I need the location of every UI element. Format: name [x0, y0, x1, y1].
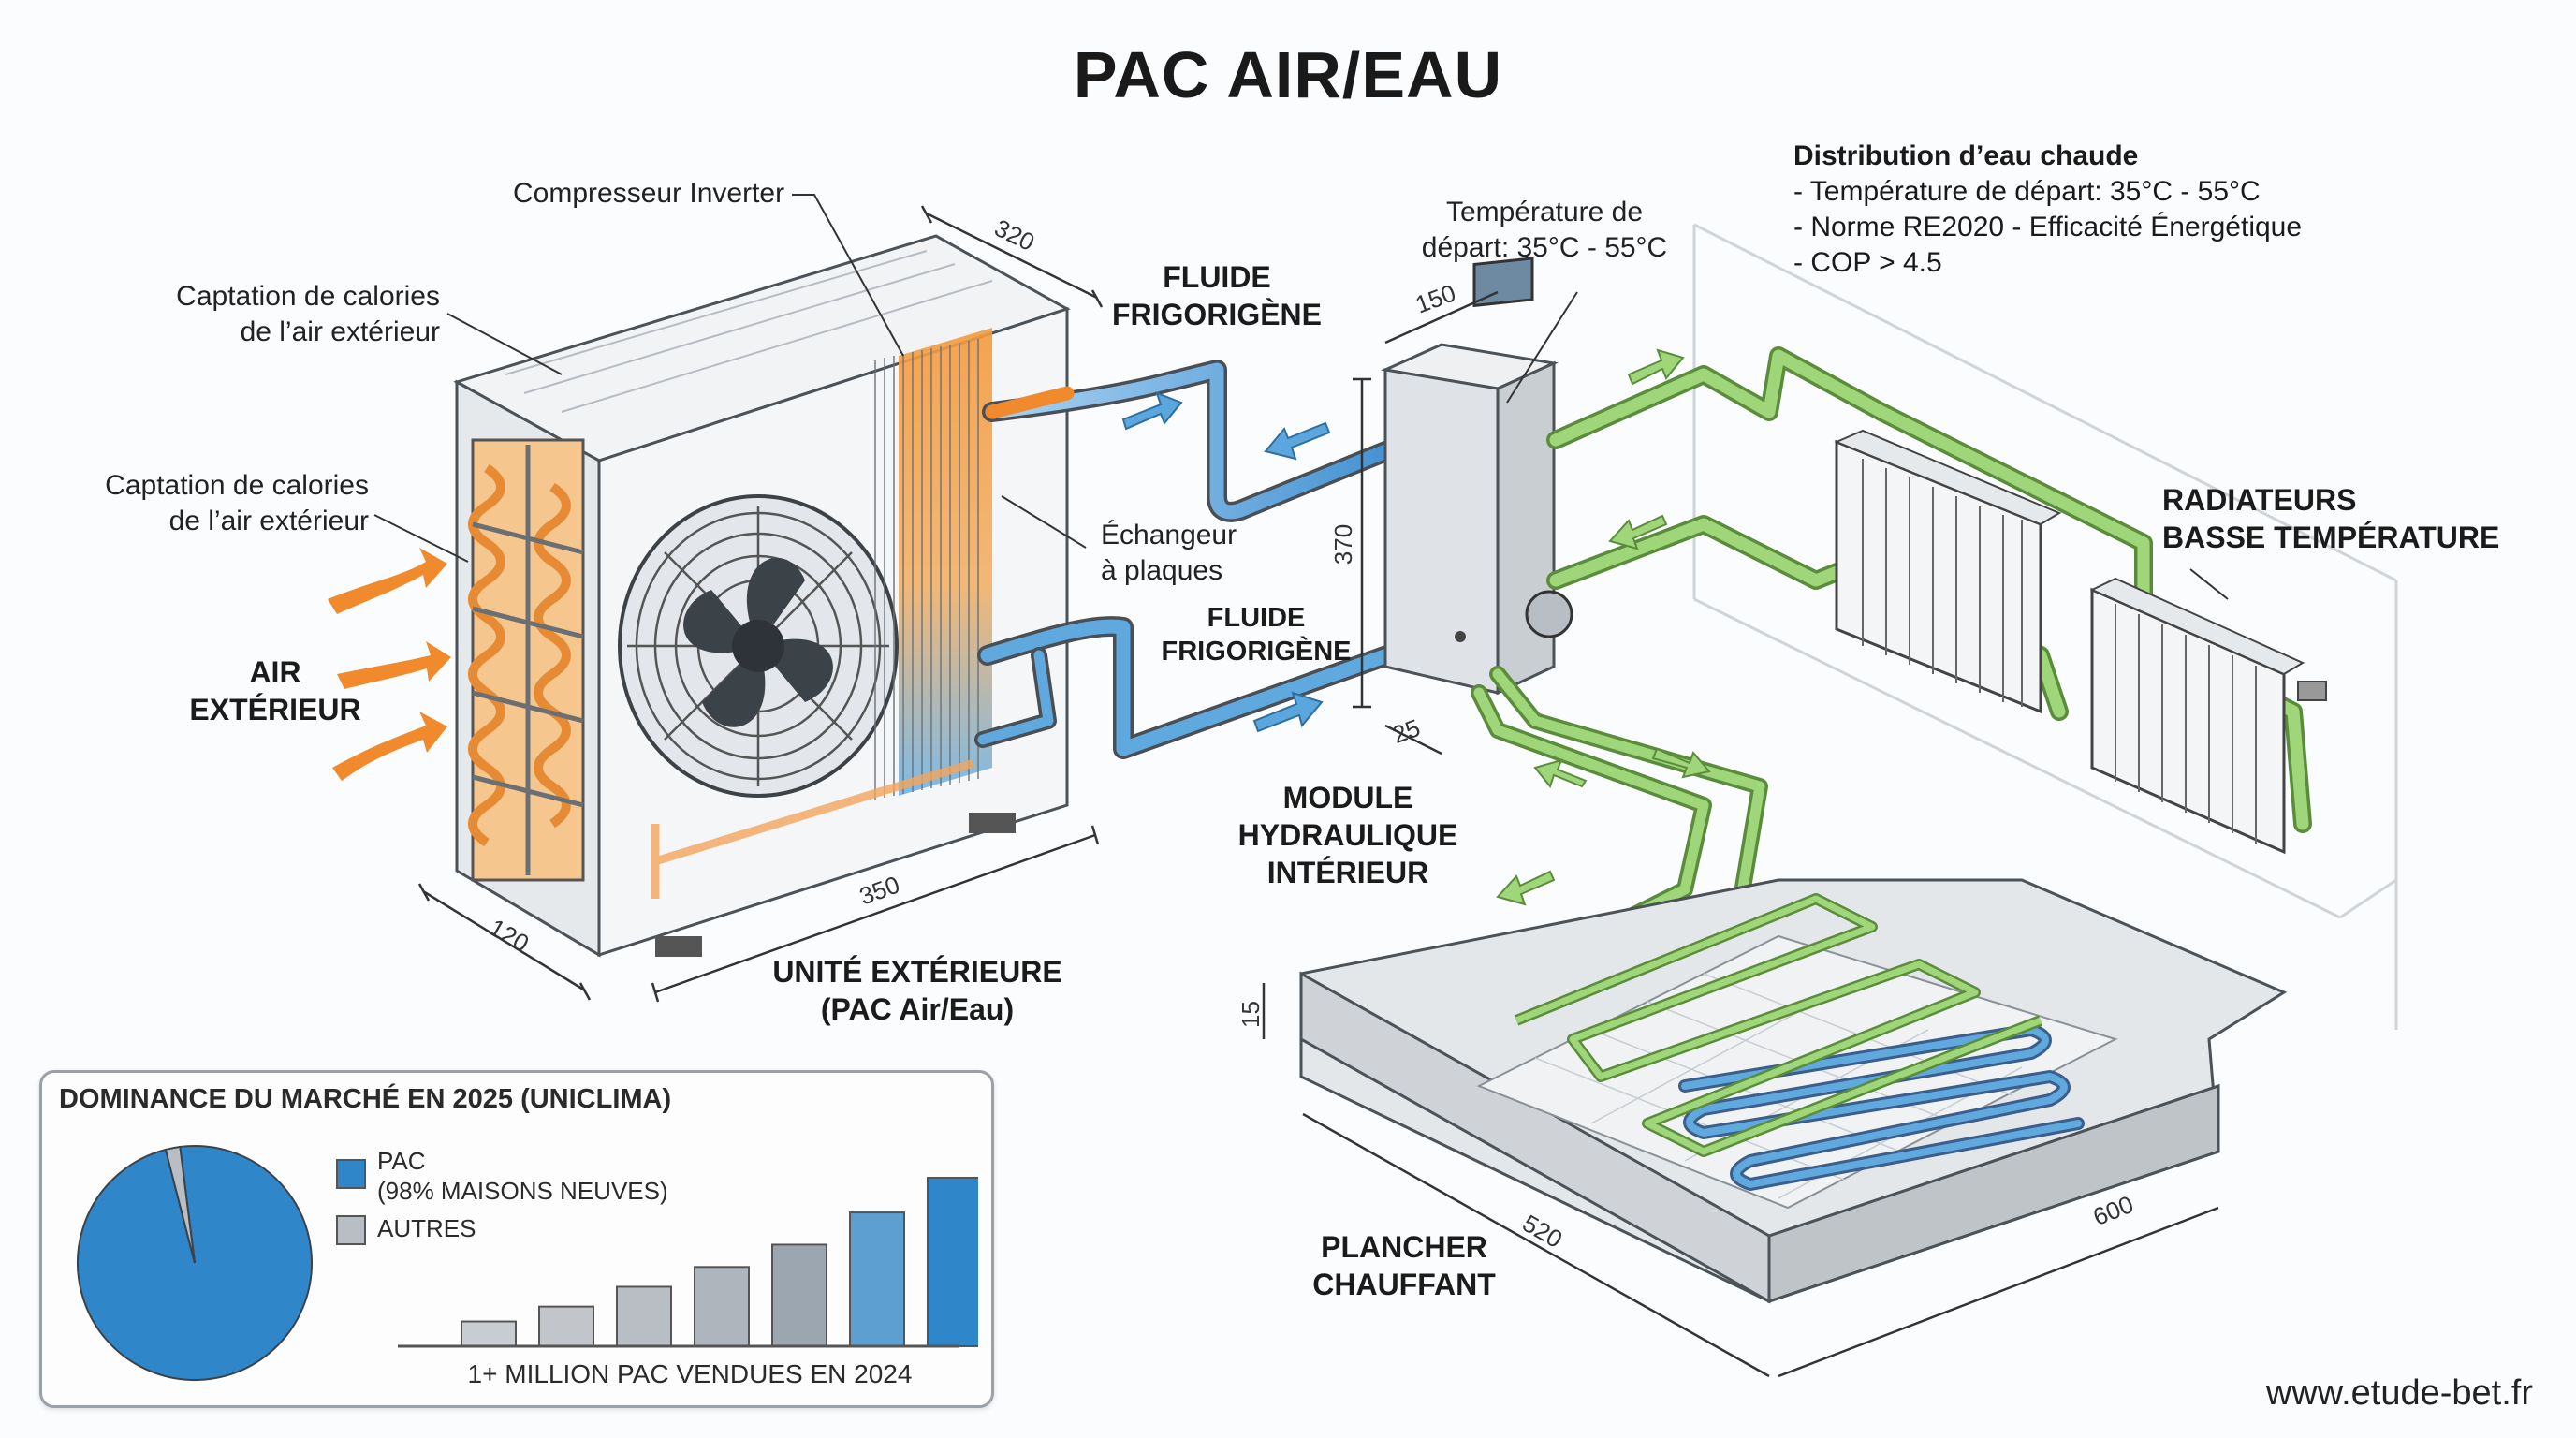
air-arrows — [328, 548, 451, 781]
label-captation-side-line1: Captation de calories — [105, 470, 369, 501]
label-fluide-bottom-line1: FLUIDE — [1207, 603, 1306, 633]
distribution-title: Distribution d’eau chaude — [1793, 140, 2139, 171]
refrigerant-arrows — [1121, 391, 1331, 733]
distribution-item: - Norme RE2020 - Efficacité Énergétique — [1793, 212, 2303, 242]
page-title: PAC AIR/EAU — [1073, 38, 1503, 111]
bar-4 — [694, 1266, 750, 1347]
label-echangeur-line1: Échangeur — [1101, 520, 1237, 550]
bar-3 — [616, 1285, 672, 1347]
label-fluide-top-line2: FRIGORIGÈNE — [1111, 298, 1322, 331]
legend-swatch-autres — [336, 1215, 366, 1245]
label-plancher-line1: PLANCHER — [1321, 1230, 1487, 1264]
label-module-line2: HYDRAULIQUE — [1237, 818, 1458, 852]
label-plancher-line2: CHAUFFANT — [1312, 1268, 1496, 1301]
label-compresseur: Compresseur Inverter — [513, 178, 785, 209]
radiator-2 — [2089, 577, 2327, 855]
label-fluide-bottom-line2: FRIGORIGÈNE — [1161, 637, 1352, 667]
label-radiateurs-line1: RADIATEURS — [2162, 483, 2357, 517]
dimension-lines — [417, 205, 2219, 1378]
label-echangeur: Échangeur à plaques — [1101, 518, 1237, 589]
label-captation-top-line1: Captation de calories — [176, 281, 440, 312]
label-echangeur-line2: à plaques — [1101, 555, 1223, 586]
pie-slice-autres — [164, 1145, 196, 1264]
label-module-line3: INTÉRIEUR — [1266, 856, 1429, 889]
refrigerant-pipes — [974, 360, 1424, 759]
label-captation-side-line2: de l’air extérieur — [168, 506, 369, 536]
label-captation-side: Captation de calories de l’air extérieur — [51, 468, 369, 539]
left-grille — [468, 438, 585, 882]
legend-label-pac-line1: PAC — [377, 1147, 426, 1175]
legend-label-autres: AUTRES — [377, 1214, 476, 1242]
label-module-hydraulique: MODULE HYDRAULIQUE INTÉRIEUR — [1208, 779, 1488, 891]
label-fluide-bottom: FLUIDE FRIGORIGÈNE — [1144, 601, 1368, 668]
label-captation-top-line2: de l’air extérieur — [240, 316, 440, 347]
label-air-exterieur: AIR EXTÉRIEUR — [182, 653, 369, 728]
legend-label-pac: PAC (98% MAISONS NEUVES) — [377, 1146, 668, 1206]
market-title: DOMINANCE DU MARCHÉ EN 2025 (UNICLIMA) — [59, 1084, 672, 1114]
legend-swatch-pac — [336, 1159, 366, 1189]
fan — [618, 494, 899, 798]
label-radiateurs-line2: BASSE TEMPÉRATURE — [2162, 521, 2500, 554]
distribution-block: Distribution d’eau chaude - Température … — [1793, 139, 2302, 281]
label-temperature-line1: Température de — [1445, 197, 1644, 227]
label-fluide-top: FLUIDE FRIGORIGÈNE — [1095, 258, 1339, 333]
label-plancher: PLANCHER CHAUFFANT — [1282, 1228, 1526, 1303]
market-pie-chart — [77, 1145, 313, 1381]
label-fluide-top-line1: FLUIDE — [1163, 260, 1271, 294]
hydraulic-module — [1380, 257, 1573, 696]
market-panel: DOMINANCE DU MARCHÉ EN 2025 (UNICLIMA) P… — [39, 1070, 994, 1408]
bars-caption: 1+ MILLION PAC VENDUES EN 2024 — [467, 1359, 913, 1388]
label-air-line2: EXTÉRIEUR — [189, 693, 361, 726]
label-radiateurs: RADIATEURS BASSE TEMPÉRATURE — [2162, 481, 2499, 556]
legend-label-pac-line2: (98% MAISONS NEUVES) — [377, 1177, 668, 1205]
leader-lines — [373, 194, 2229, 600]
label-air-line1: AIR — [249, 655, 301, 689]
bar-5 — [771, 1243, 827, 1347]
room — [1692, 223, 2398, 1030]
radiator-1 — [1834, 429, 2062, 714]
label-unite-line2: (PAC Air/Eau) — [820, 992, 1015, 1026]
label-unite-line1: UNITÉ EXTÉRIEURE — [772, 955, 1062, 989]
label-captation-top: Captation de calories de l’air extérieur — [122, 279, 440, 350]
market-bar-chart — [398, 1177, 978, 1348]
dim-module-height: 370 — [1329, 523, 1358, 565]
outdoor-unit — [453, 234, 1071, 958]
distribution-item: - Température de départ: 35°C - 55°C — [1793, 176, 2261, 207]
dim-floor-thickness: 15 — [1236, 1001, 1265, 1028]
label-temperature: Température de départ: 35°C - 55°C — [1404, 195, 1685, 266]
label-module-line1: MODULE — [1282, 781, 1413, 814]
bar-7 — [927, 1177, 978, 1347]
bar-2 — [538, 1305, 594, 1348]
bar-1 — [461, 1320, 517, 1348]
label-unite-exterieure: UNITÉ EXTÉRIEURE (PAC Air/Eau) — [758, 953, 1076, 1028]
distribution-item: - COP > 4.5 — [1793, 247, 1942, 278]
label-temperature-line2: départ: 35°C - 55°C — [1421, 232, 1668, 263]
footer-url: www.etude-bet.fr — [2265, 1373, 2533, 1413]
bar-6 — [849, 1211, 905, 1347]
heated-floor — [1299, 878, 2288, 1304]
